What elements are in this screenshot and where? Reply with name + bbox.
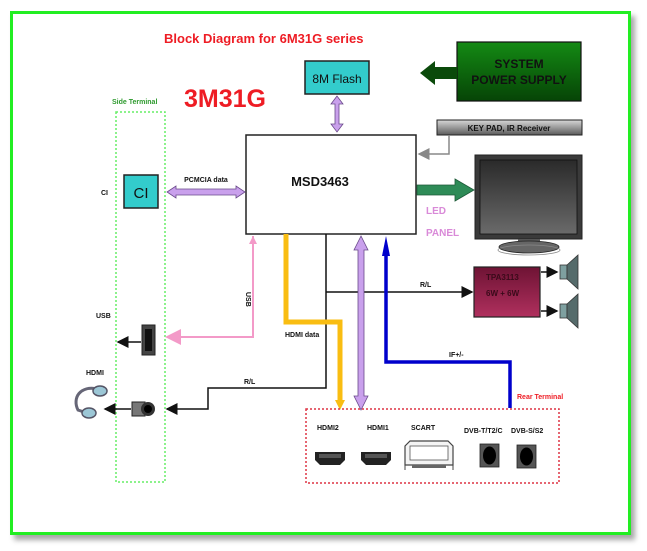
hdmi-data-label: HDMI data — [285, 332, 319, 339]
port-label-hdmi1: HDMI1 — [367, 425, 389, 432]
model-label: 3M31G — [184, 85, 266, 113]
ci-side-label: CI — [101, 190, 108, 197]
led-arrow — [416, 178, 475, 202]
amplifier-block: TPA3113 6W + 6W — [473, 266, 541, 318]
power-supply-line1: SYSTEM — [494, 57, 543, 71]
soc-block: MSD3463 — [245, 134, 417, 235]
speaker-icon-bottom — [559, 293, 579, 329]
rear-bus-arrow — [353, 235, 369, 411]
hdmi-side-label: HDMI — [86, 370, 104, 377]
port-label-hdmi2: HDMI2 — [317, 425, 339, 432]
rear-terminal-box — [305, 408, 560, 484]
port-label-dvb-s: DVB-S/S2 — [511, 428, 543, 435]
headphone-jack-icon — [131, 401, 155, 417]
hdmi1-port-icon — [361, 452, 391, 465]
diagram-title: Block Diagram for 6M31G series — [164, 31, 363, 46]
hdmi-data-arrowhead — [335, 400, 345, 410]
if-line — [384, 254, 512, 408]
hdmi-data-line — [283, 234, 343, 402]
side-terminal-label: Side Terminal — [112, 99, 157, 106]
flash-block: 8M Flash — [304, 60, 370, 95]
tv-display-icon — [474, 154, 583, 256]
rl-headphone-label: R/L — [244, 379, 256, 386]
pcmcia-bus-arrow — [166, 185, 246, 199]
side-terminal-box — [115, 111, 166, 483]
dvb-s-port-icon — [516, 444, 537, 469]
hdmi2-port-icon — [315, 452, 345, 465]
power-arrow — [420, 61, 457, 85]
rl-speaker-label: R/L — [420, 282, 432, 289]
soc-label: MSD3463 — [291, 174, 349, 189]
dvb-t-port-icon — [479, 443, 500, 468]
usb-line — [165, 236, 254, 345]
power-supply-line2: POWER SUPPLY — [471, 73, 567, 87]
if-arrowhead — [382, 236, 390, 256]
usb-arrowhead-up — [249, 236, 257, 244]
power-supply-block: SYSTEM POWER SUPPLY — [456, 41, 582, 102]
ci-module-block: CI — [123, 174, 159, 209]
led-label-line2: PANEL — [426, 228, 459, 239]
port-label-dvb-t: DVB-T/T2/C — [464, 428, 503, 435]
flash-bus-arrow — [330, 95, 344, 133]
scart-port-icon — [404, 440, 454, 470]
keypad-line — [417, 135, 450, 160]
pcmcia-label: PCMCIA data — [184, 177, 228, 184]
audio-trunk-line — [165, 234, 327, 415]
ci-module-label: CI — [134, 185, 149, 202]
flash-label: 8M Flash — [312, 72, 361, 86]
usb-signal-label: USB — [244, 292, 251, 307]
rear-terminal-label: Rear Terminal — [517, 394, 563, 401]
speaker-icon-top — [559, 254, 579, 290]
amp-label-line1: TPA3113 — [486, 273, 519, 282]
keypad-block: KEY PAD, IR Receiver — [436, 119, 583, 136]
port-label-scart: SCART — [411, 425, 436, 432]
headphone-icon — [74, 385, 108, 419]
led-label-line1: LED — [426, 206, 446, 217]
usb-side-label: USB — [96, 313, 111, 320]
keypad-label: KEY PAD, IR Receiver — [468, 124, 551, 133]
if-label: IF+/- — [449, 352, 464, 359]
usb-port-icon — [141, 324, 156, 356]
amp-label-line2: 6W + 6W — [486, 289, 520, 298]
